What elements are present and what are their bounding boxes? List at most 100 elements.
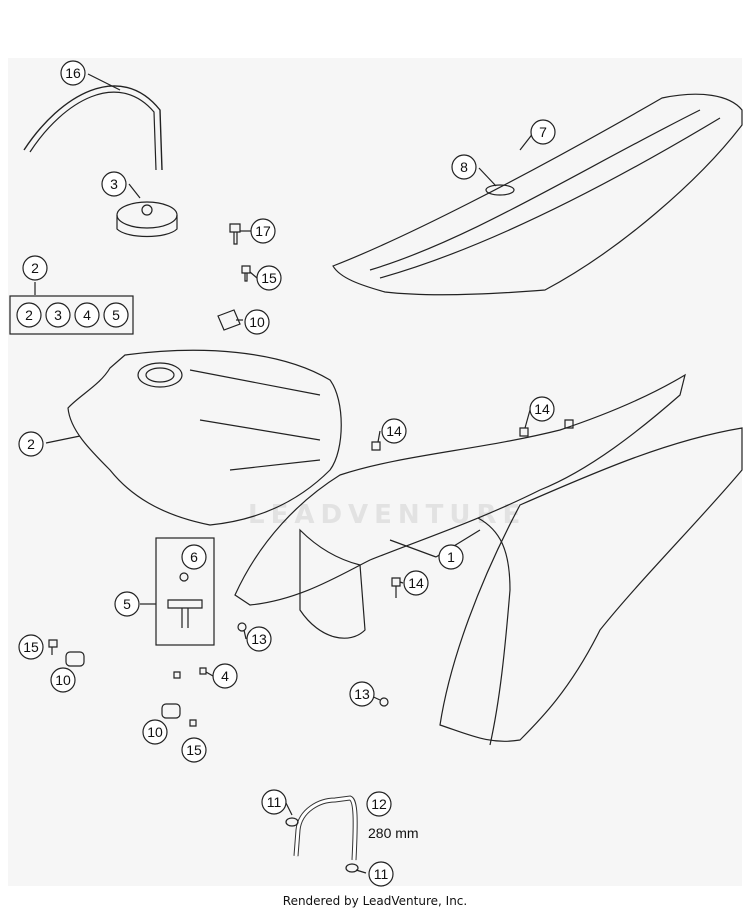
- callout-label: 15: [261, 270, 277, 286]
- breather-hose: [23, 85, 163, 171]
- callout-circle: [244, 309, 270, 335]
- screw-17: [229, 223, 241, 245]
- callout-circle: [181, 544, 207, 570]
- callout-circle: [60, 60, 86, 86]
- callout-label: 3: [110, 176, 118, 192]
- callout-label: 11: [267, 794, 282, 810]
- callout-circle: [366, 791, 392, 817]
- callout-circle: [349, 681, 375, 707]
- callout-label: 15: [186, 742, 202, 758]
- callout-label: 11: [374, 866, 389, 882]
- callout-label: 15: [23, 639, 39, 655]
- bushing-10-top: [217, 309, 241, 331]
- callout-14: 14: [403, 570, 429, 596]
- callout-label: 14: [534, 401, 550, 417]
- callout-14: 14: [529, 396, 555, 422]
- callout-label: 10: [249, 314, 265, 330]
- callout-circle: [212, 663, 238, 689]
- callout-label: 2: [27, 436, 35, 452]
- callout-circle: [114, 591, 140, 617]
- callout-label: 7: [539, 124, 547, 140]
- callout-15: 15: [181, 737, 207, 763]
- kit-callout-label: 4: [83, 307, 91, 323]
- callout-7: 7: [530, 119, 556, 145]
- callout-4: 4: [212, 663, 238, 689]
- callout-label: 4: [221, 668, 229, 684]
- callout-2: 2: [22, 255, 48, 281]
- callout-14: 14: [381, 418, 407, 444]
- kit-callout-label: 2: [25, 307, 33, 323]
- callout-circle: [18, 431, 44, 457]
- callout-circle: [50, 667, 76, 693]
- callout-label: 1: [447, 549, 455, 565]
- callout-circle: [142, 719, 168, 745]
- callout-6: 6: [181, 544, 207, 570]
- callout-10: 10: [244, 309, 270, 335]
- shroud-lower: [299, 528, 366, 639]
- callout-circle: [18, 634, 44, 660]
- callout-13: 13: [246, 626, 272, 652]
- callout-circle: [256, 265, 282, 291]
- callout-label: 16: [65, 65, 81, 81]
- callout-8: 8: [451, 154, 477, 180]
- callout-label: 12: [371, 796, 387, 812]
- callout-label: 13: [354, 686, 370, 702]
- callout-label: 2: [31, 260, 39, 276]
- callout-circle: [261, 789, 287, 815]
- kit-callout-4: 4: [74, 302, 100, 328]
- kit-box: [9, 295, 134, 335]
- callout-17: 17: [250, 218, 276, 244]
- kit-callout-3: 3: [45, 302, 71, 328]
- kit-callout-2: 2: [16, 302, 42, 328]
- fuel-hose: [293, 795, 358, 861]
- callout-3: 3: [101, 171, 127, 197]
- callout-label: 10: [55, 672, 71, 688]
- callout-16: 16: [60, 60, 86, 86]
- callout-circle: [381, 418, 407, 444]
- callout-1: 1: [438, 544, 464, 570]
- callout-label: 8: [460, 159, 468, 175]
- callout-10: 10: [142, 719, 168, 745]
- callout-circle: [246, 626, 272, 652]
- seat: [332, 93, 743, 296]
- callout-label: 5: [123, 596, 131, 612]
- callout-circle: [403, 570, 429, 596]
- hose-length-label: 280 mm: [368, 825, 419, 841]
- kit-callout-5: 5: [103, 302, 129, 328]
- callout-circle: [529, 396, 555, 422]
- kit-callout-label: 3: [54, 307, 62, 323]
- screw-15-top: [241, 265, 251, 282]
- callout-10: 10: [50, 667, 76, 693]
- side-panel: [439, 427, 743, 742]
- callout-circle: [451, 154, 477, 180]
- callout-2: 2: [18, 431, 44, 457]
- callout-label: 17: [255, 223, 271, 239]
- kit-box-callouts: 2 3 4 5: [16, 302, 129, 328]
- callout-circle: [181, 737, 207, 763]
- diagram-background: [8, 58, 742, 886]
- callout-11: 11: [261, 789, 287, 815]
- callout-label: 6: [190, 549, 198, 565]
- callout-label: 10: [147, 724, 163, 740]
- shroud-left: [234, 373, 686, 606]
- callout-11: 11: [368, 861, 394, 887]
- fuel-tank: [67, 349, 342, 526]
- callout-circle: [438, 544, 464, 570]
- callout-label: 14: [386, 423, 402, 439]
- footer-credit: Rendered by LeadVenture, Inc.: [282, 894, 468, 908]
- callout-label: 13: [251, 631, 267, 647]
- fuel-pump-box: [155, 537, 215, 646]
- callout-circle: [250, 218, 276, 244]
- kit-callout-label: 5: [112, 307, 120, 323]
- callout-label: 14: [408, 575, 424, 591]
- callout-circle: [22, 255, 48, 281]
- callout-5: 5: [114, 591, 140, 617]
- callout-circle: [368, 861, 394, 887]
- watermark: LEADVENTURE: [248, 500, 527, 530]
- callout-12: 12: [366, 791, 392, 817]
- callout-13: 13: [349, 681, 375, 707]
- callout-circle: [530, 119, 556, 145]
- callout-circle: [101, 171, 127, 197]
